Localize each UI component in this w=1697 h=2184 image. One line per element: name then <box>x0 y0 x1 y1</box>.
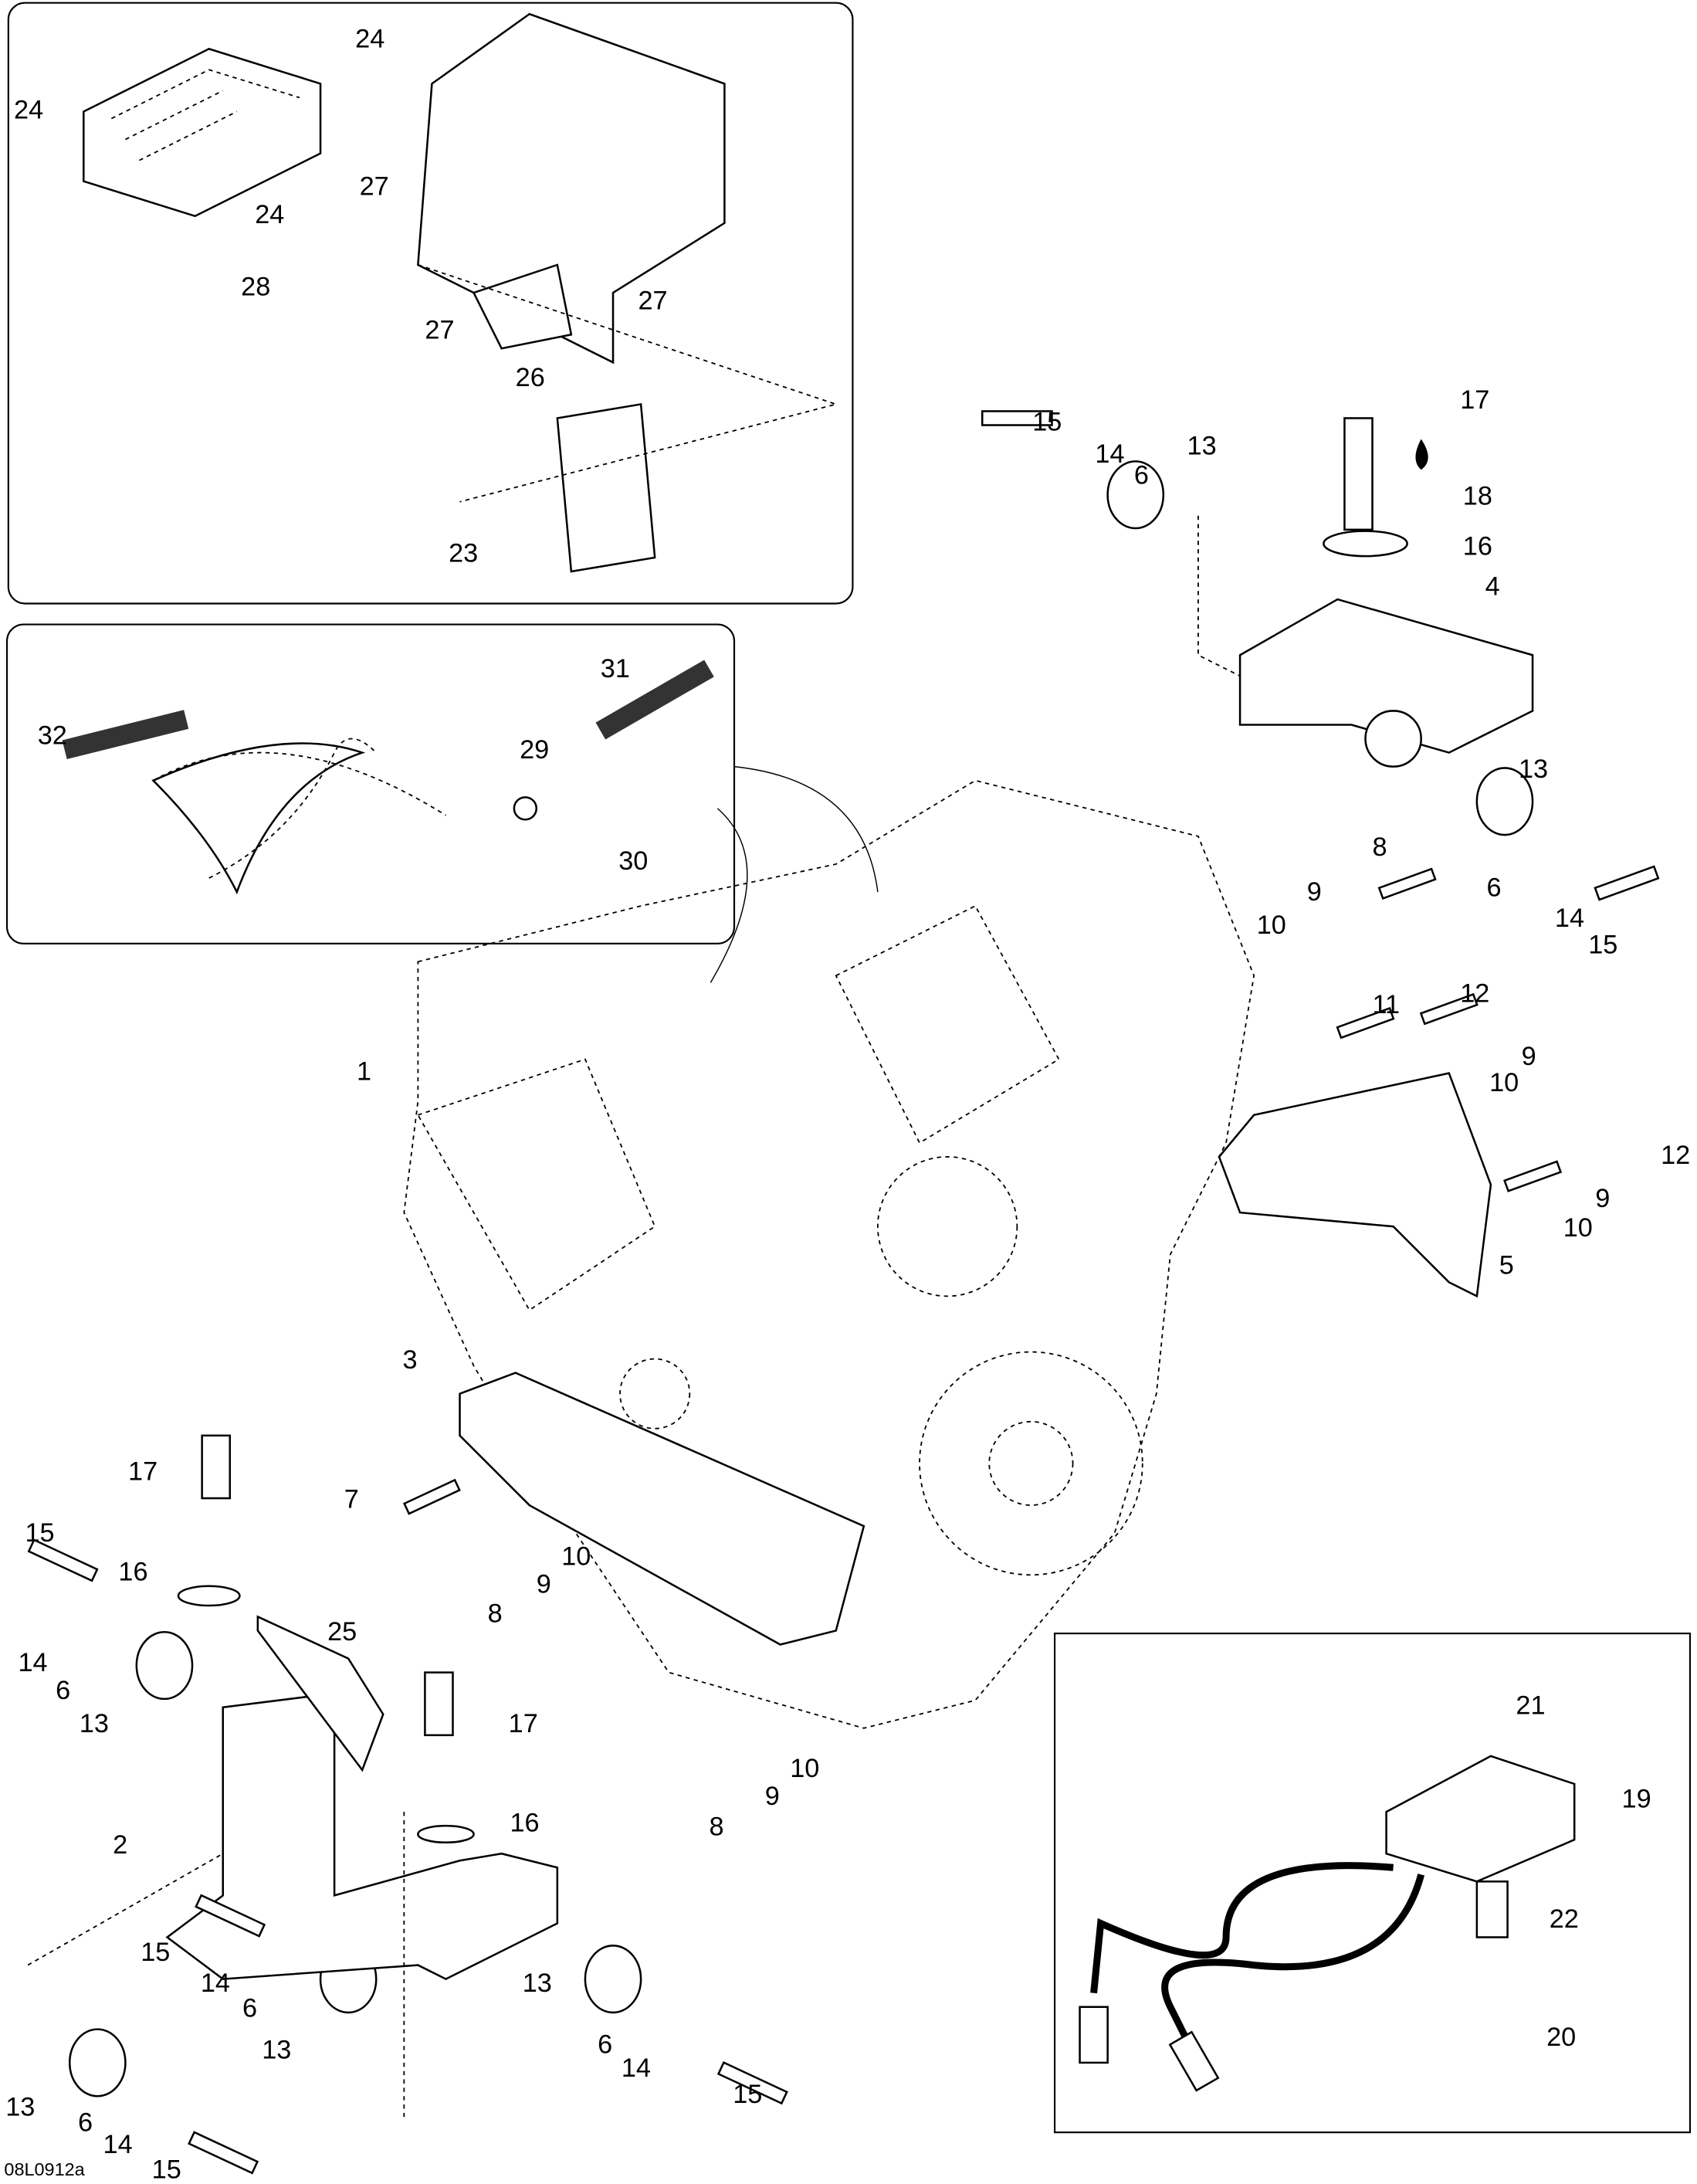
callout-14: 14 <box>1095 439 1124 469</box>
ecm-module <box>556 402 656 573</box>
callout-23: 23 <box>449 538 478 568</box>
callout-14: 14 <box>622 2053 651 2083</box>
callout-12: 12 <box>1460 979 1489 1009</box>
callout-6: 6 <box>242 1993 257 2023</box>
callout-10: 10 <box>1563 1213 1593 1243</box>
callout-9: 9 <box>1522 1042 1536 1071</box>
callout-24: 24 <box>14 95 43 124</box>
callout-13: 13 <box>523 1969 552 1998</box>
clamp-29 <box>513 796 538 821</box>
inset-box-fuel-lines <box>5 623 736 944</box>
callout-29: 29 <box>520 735 549 765</box>
callout-8: 8 <box>488 1599 503 1629</box>
callout-27: 27 <box>638 287 668 316</box>
callout-17: 17 <box>1460 385 1489 415</box>
engine-mount-rear-bracket <box>1218 1072 1492 1298</box>
callout-6: 6 <box>56 1676 70 1705</box>
callout-13: 13 <box>1187 431 1217 460</box>
callout-16: 16 <box>510 1808 539 1837</box>
callout-8: 8 <box>710 1813 724 1842</box>
callout-15: 15 <box>152 2155 181 2184</box>
callout-6: 6 <box>1134 460 1149 490</box>
ecm-bracket <box>417 12 726 365</box>
callout-3: 3 <box>403 1345 418 1375</box>
callout-15: 15 <box>25 1518 54 1548</box>
oil-drop-icon <box>1415 439 1428 470</box>
callout-17: 17 <box>128 1457 158 1487</box>
callout-10: 10 <box>561 1542 591 1572</box>
callout-18: 18 <box>1463 481 1492 510</box>
callout-14: 14 <box>1555 904 1584 933</box>
callout-6: 6 <box>1487 873 1502 902</box>
callout-31: 31 <box>601 654 630 683</box>
callout-13: 13 <box>1519 755 1548 784</box>
bolts <box>27 410 1660 2175</box>
callout-15: 15 <box>1588 930 1617 959</box>
callout-2: 2 <box>113 1830 127 1860</box>
callout-27: 27 <box>425 316 454 345</box>
callout-4: 4 <box>1485 572 1500 602</box>
callout-16: 16 <box>118 1558 147 1587</box>
callout-7: 7 <box>344 1485 359 1514</box>
callout-27: 27 <box>360 172 389 202</box>
fuse-box <box>83 47 322 218</box>
callout-15: 15 <box>1032 408 1062 437</box>
callout-10: 10 <box>790 1754 819 1783</box>
callout-19: 19 <box>1622 1785 1651 1814</box>
inset-box-electrical <box>7 2 854 605</box>
fuel-line <box>153 738 446 879</box>
callout-9: 9 <box>1595 1184 1610 1213</box>
callout-5: 5 <box>1499 1250 1514 1280</box>
callout-labels: 2424242728272627233231293015146131718164… <box>5 24 1690 2184</box>
callout-24: 24 <box>355 24 384 53</box>
callout-24: 24 <box>255 200 284 229</box>
callout-13: 13 <box>80 1709 109 1738</box>
engine-support-4 <box>1238 598 1534 754</box>
callout-13: 13 <box>262 2035 291 2064</box>
callout-25: 25 <box>327 1617 357 1646</box>
ignition-coil <box>1079 1755 1576 2092</box>
heat-shield-25 <box>256 1615 384 1772</box>
callout-21: 21 <box>1516 1691 1545 1721</box>
callout-9: 9 <box>765 1782 780 1811</box>
callout-9: 9 <box>1307 877 1322 907</box>
engine-support-2 <box>165 1692 559 1981</box>
callout-6: 6 <box>598 2030 612 2059</box>
engine-mount-front <box>459 1372 865 1646</box>
callout-14: 14 <box>18 1648 47 1677</box>
inset-box-ignition-coil <box>1053 1633 1692 2134</box>
spring-32 <box>62 710 189 760</box>
drawing-code: 08L0912a <box>4 2159 85 2179</box>
callout-10: 10 <box>1489 1068 1519 1097</box>
callout-14: 14 <box>201 1969 230 1998</box>
callout-6: 6 <box>78 2108 93 2137</box>
callout-20: 20 <box>1546 2023 1576 2052</box>
washers <box>177 530 1408 1844</box>
callout-14: 14 <box>103 2130 133 2159</box>
engine-assembly <box>403 779 1255 1729</box>
spring-31 <box>595 660 714 740</box>
callout-17: 17 <box>509 1709 538 1738</box>
callout-26: 26 <box>516 363 545 392</box>
callout-15: 15 <box>733 2080 762 2109</box>
callout-12: 12 <box>1661 1141 1690 1170</box>
callout-15: 15 <box>141 1938 170 1967</box>
callout-8: 8 <box>1373 833 1387 862</box>
callout-1: 1 <box>357 1057 371 1087</box>
callout-22: 22 <box>1550 1904 1579 1934</box>
callout-13: 13 <box>5 2092 35 2121</box>
callout-10: 10 <box>1257 911 1286 940</box>
callout-28: 28 <box>241 273 270 302</box>
callout-11: 11 <box>1373 990 1401 1019</box>
callout-32: 32 <box>38 721 67 751</box>
callout-30: 30 <box>618 846 648 876</box>
callout-16: 16 <box>1463 531 1492 561</box>
callout-9: 9 <box>537 1570 551 1599</box>
